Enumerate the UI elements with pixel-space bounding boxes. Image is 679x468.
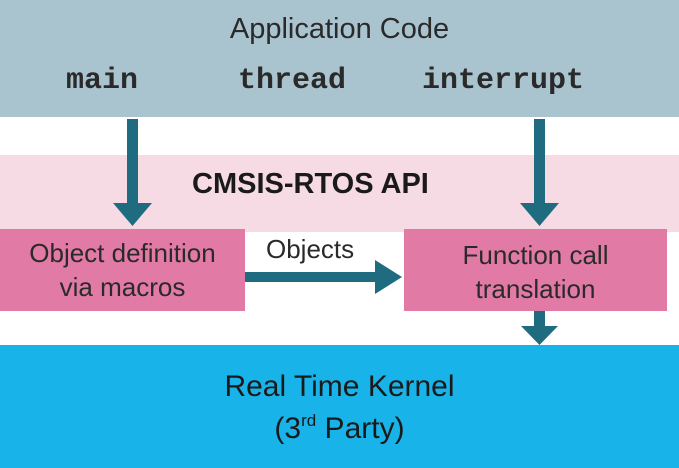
cmsis-rtos-api-band <box>0 155 679 232</box>
arrow-function-call-to-kernel <box>521 311 558 345</box>
object-definition-line-2: via macros <box>59 272 186 302</box>
arrow-main-to-object-definition <box>113 119 152 226</box>
real-time-kernel-band <box>0 345 679 468</box>
kernel-line-1: Real Time Kernel <box>224 370 455 403</box>
arrow-objects-connector <box>245 260 402 294</box>
application-code-band <box>0 0 679 117</box>
kernel-line-2-prefix: (3 <box>274 412 302 445</box>
object-definition-line-1: Object definition <box>29 238 216 268</box>
kernel-line-2: (3rd Party) <box>0 408 679 450</box>
code-label-thread: thread <box>238 64 347 98</box>
cmsis-rtos-api-title: CMSIS-RTOS API <box>192 168 429 200</box>
object-definition-box: Object definition via macros <box>0 229 245 311</box>
function-call-line-2: translation <box>475 274 596 304</box>
application-code-title: Application Code <box>229 13 450 45</box>
function-call-box: Function call translation <box>404 229 667 311</box>
function-call-line-1: Function call <box>462 240 609 270</box>
real-time-kernel-label: Real Time Kernel (3rd Party) <box>0 366 679 450</box>
kernel-line-2-suffix: Party) <box>316 412 405 445</box>
code-label-main: main <box>66 64 139 98</box>
code-label-interrupt: interrupt <box>422 64 585 98</box>
arrow-interrupt-to-function-call <box>520 119 559 226</box>
objects-connector-label: Objects <box>266 234 355 264</box>
kernel-line-2-superscript: rd <box>301 411 317 430</box>
